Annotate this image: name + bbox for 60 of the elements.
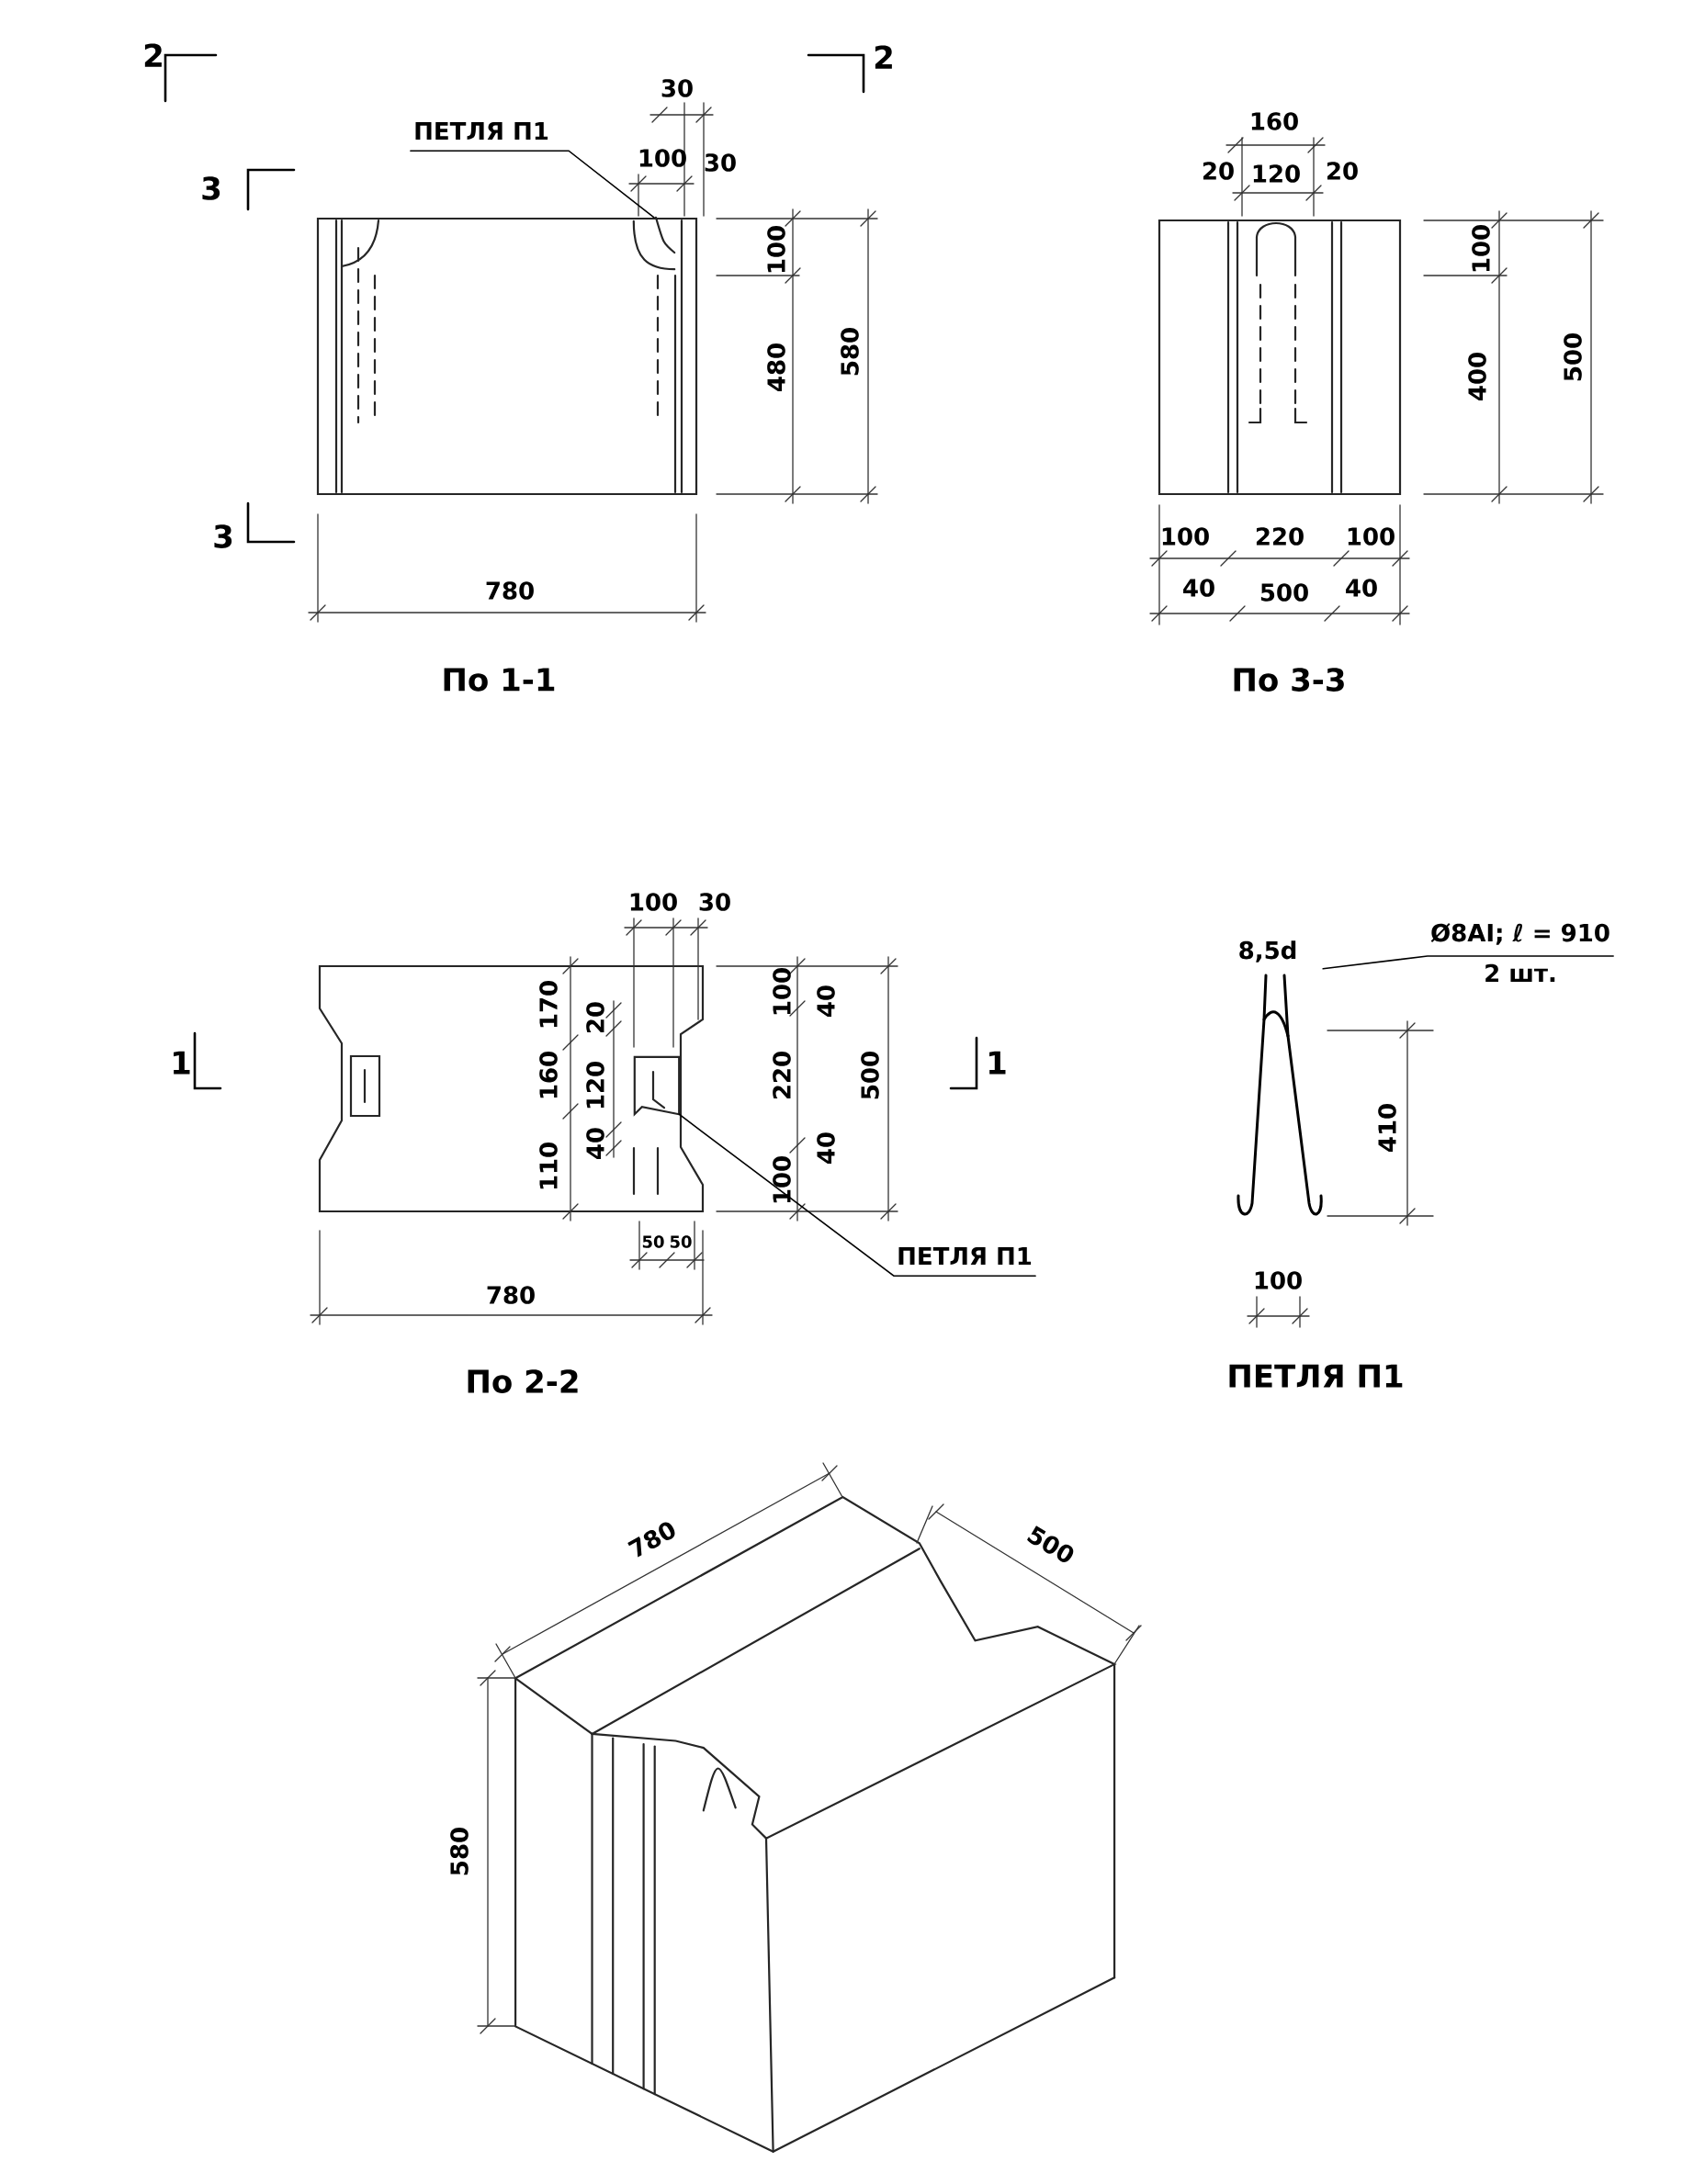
section-number: 1 bbox=[174, 1051, 190, 1075]
dimension-label: 160 bbox=[539, 1052, 558, 1098]
dimension-label: 500 bbox=[1260, 583, 1308, 602]
dimension-label: 100 bbox=[1348, 527, 1395, 546]
dimension-label: 170 bbox=[539, 981, 558, 1028]
dimension-label: 410 bbox=[1378, 1104, 1396, 1152]
view-caption: По 1-1 bbox=[444, 668, 555, 692]
dimension-label: 100 bbox=[1162, 527, 1209, 546]
dimension-label: 500 bbox=[861, 1052, 879, 1099]
dimension-label: 100 bbox=[1472, 225, 1490, 272]
callout-text: ПЕТЛЯ П1 bbox=[898, 1247, 1032, 1265]
dimension-label: 120 bbox=[586, 1062, 604, 1109]
dimension-label: 100 bbox=[630, 893, 677, 911]
dimension-label: 580 bbox=[450, 1828, 469, 1875]
dimension-label: 40 bbox=[586, 1128, 604, 1159]
section-number: 3 bbox=[214, 524, 232, 548]
dimension-label: 780 bbox=[487, 1286, 535, 1304]
leader-line bbox=[678, 1113, 1036, 1277]
dimension-label: 480 bbox=[767, 343, 785, 391]
dimension-label: 780 bbox=[627, 1522, 675, 1558]
dimension-label: 120 bbox=[1253, 164, 1300, 183]
dimension-label: 100 bbox=[773, 968, 791, 1015]
dimension-label: 500 bbox=[1027, 1525, 1074, 1562]
callout-text: ПЕТЛЯ П1 bbox=[415, 122, 548, 140]
dimension-label: 50 bbox=[670, 1235, 692, 1248]
dimension-label: 400 bbox=[1468, 353, 1486, 400]
leader-line bbox=[410, 150, 655, 219]
loop-drawing bbox=[632, 216, 676, 271]
view-caption: По 3-3 bbox=[1234, 668, 1344, 692]
dimension-label: 220 bbox=[1256, 527, 1304, 546]
section-number: 1 bbox=[989, 1051, 1006, 1075]
dimension-label: 30 bbox=[661, 79, 693, 97]
dimension-label: 40 bbox=[817, 985, 835, 1017]
dimension-label: 580 bbox=[841, 328, 859, 376]
dimension-label: 220 bbox=[773, 1052, 791, 1099]
dimension-label: 50 bbox=[642, 1235, 664, 1248]
callout-text: Ø8AI; ℓ = 910 2 шт. bbox=[1430, 923, 1609, 982]
dimension-label: 500 bbox=[1564, 333, 1582, 381]
dimension-label: 30 bbox=[699, 893, 730, 911]
dimension-label: 780 bbox=[486, 581, 534, 600]
dimension-label: 30 bbox=[705, 153, 736, 172]
loop-drawing bbox=[1237, 974, 1323, 1216]
dimension-label: 100 bbox=[773, 1156, 791, 1203]
dimension-label: 20 bbox=[1203, 162, 1234, 180]
dimension-label: 40 bbox=[817, 1132, 835, 1164]
section-number: 2 bbox=[144, 43, 162, 67]
view-caption: ПЕТЛЯ П1 bbox=[1229, 1364, 1403, 1388]
dimension-label: 20 bbox=[586, 1002, 604, 1033]
view-caption: По 2-2 bbox=[468, 1369, 578, 1393]
dimension-label: 100 bbox=[639, 149, 686, 167]
leader-line bbox=[1322, 955, 1614, 970]
dimension-label: 160 bbox=[1251, 112, 1298, 130]
dimension-label: 40 bbox=[1346, 579, 1377, 597]
section-number: 2 bbox=[875, 45, 892, 69]
section-number: 3 bbox=[202, 176, 220, 200]
dimension-label: 40 bbox=[1183, 579, 1214, 597]
dimension-label: 100 bbox=[1255, 1271, 1302, 1289]
dimension-label: 100 bbox=[767, 226, 785, 273]
dimension-label: 20 bbox=[1327, 162, 1358, 180]
dimension-label: 110 bbox=[539, 1143, 558, 1189]
